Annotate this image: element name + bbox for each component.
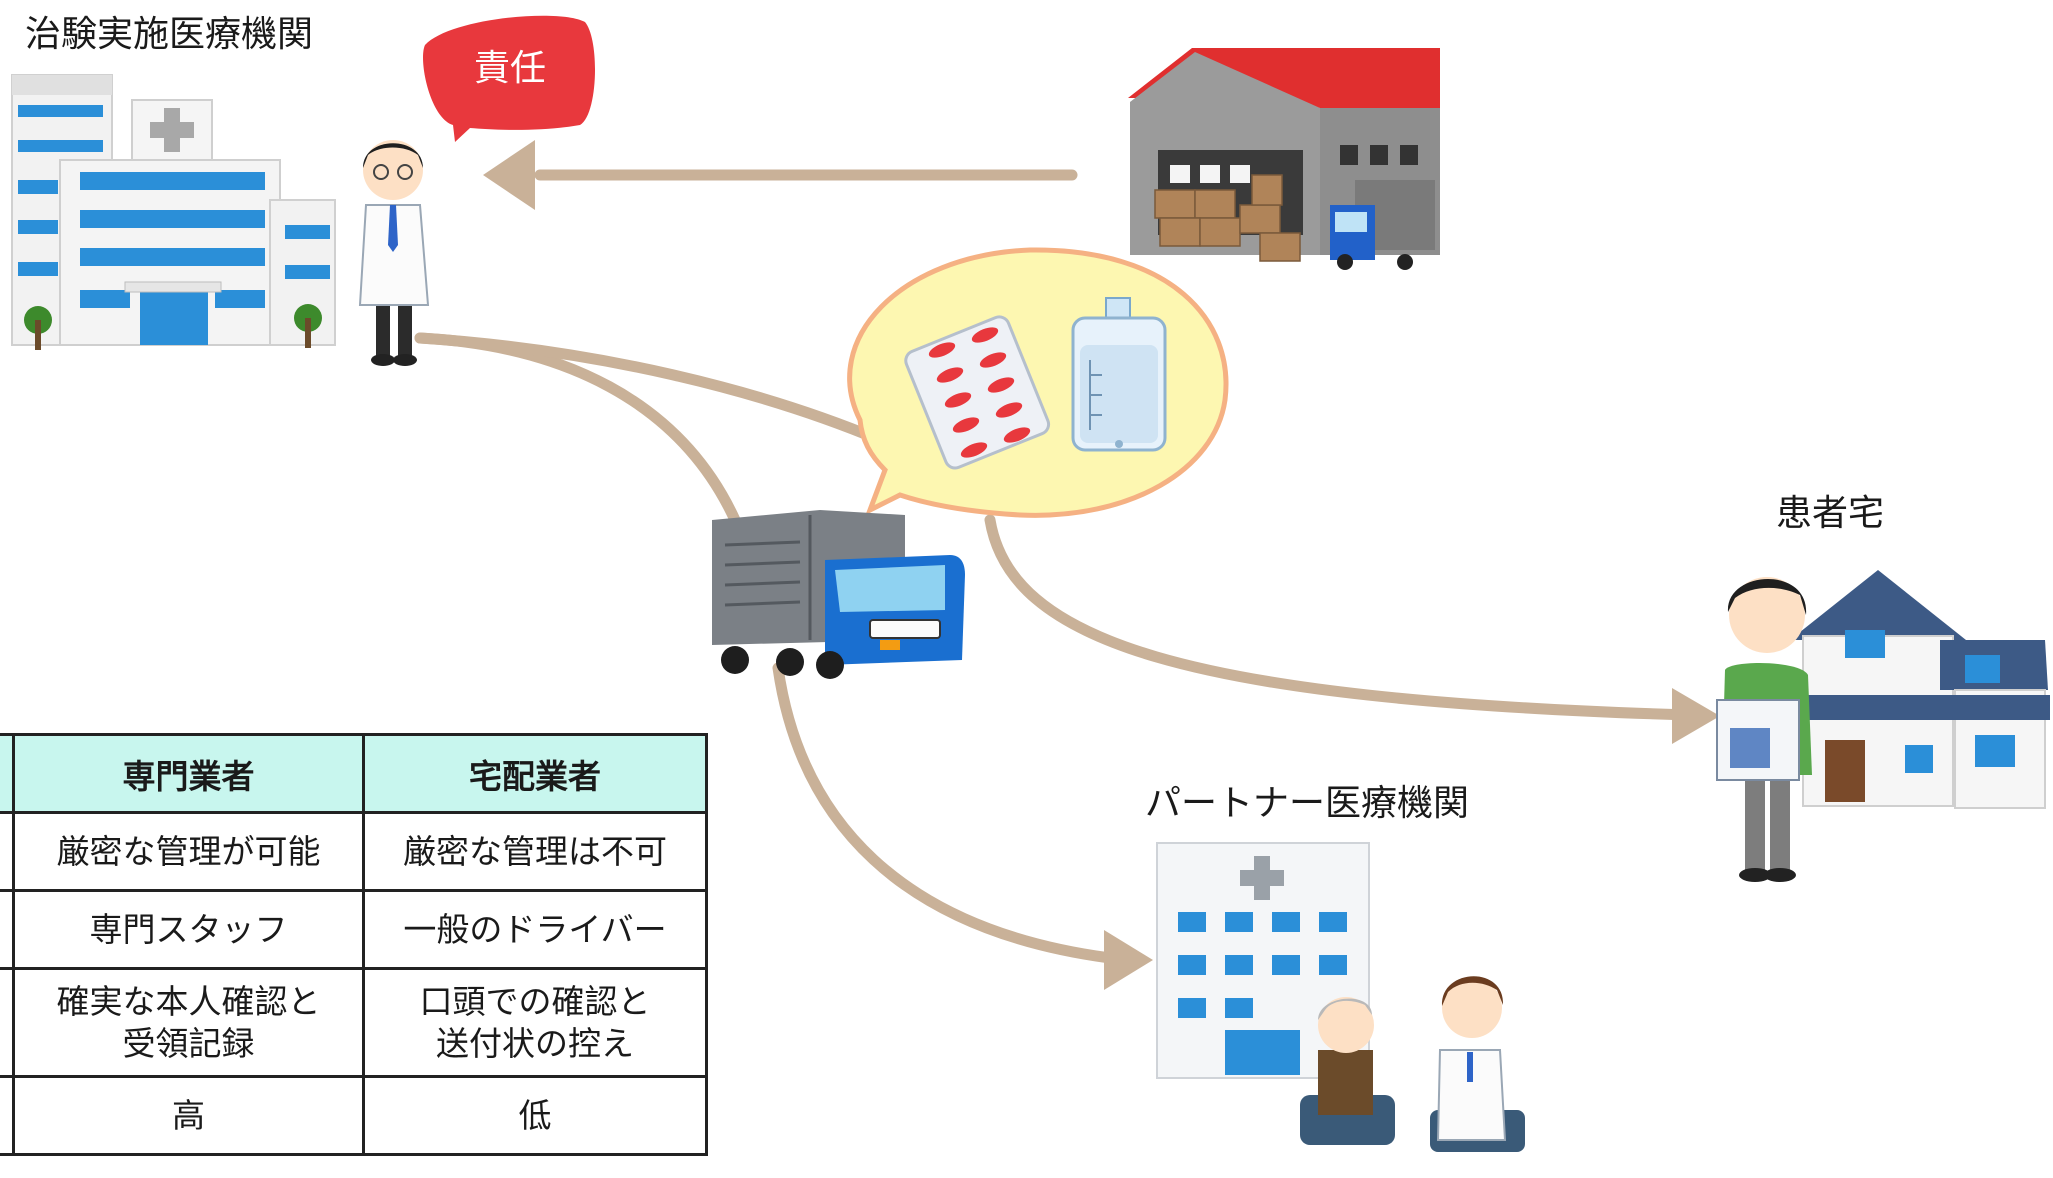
arrowhead-partner bbox=[1104, 930, 1153, 990]
cell-courier: 一般のドライバー bbox=[362, 889, 708, 970]
cell-text: 厳密な管理が可能 bbox=[56, 831, 321, 871]
comparison-table: 専門業者 宅配業者 厳密な管理が可能 厳密な管理は不可 専門スタッフ 一般のドラ… bbox=[0, 733, 708, 1156]
cell-text: 高 bbox=[172, 1095, 205, 1135]
pill-pack-icon bbox=[904, 315, 1051, 470]
cell-text: 送付状の控え bbox=[436, 1023, 634, 1063]
header-specialist: 専門業者 bbox=[12, 733, 365, 814]
table-row: 専門スタッフ 一般のドライバー bbox=[0, 889, 708, 970]
arrow-heads bbox=[483, 140, 1720, 990]
patient-icon bbox=[1716, 577, 1812, 882]
table-row: 高 低 bbox=[0, 1075, 708, 1156]
row-stub-cell bbox=[0, 967, 15, 1078]
arrow-truck-to-home bbox=[984, 514, 1696, 721]
warehouse-icon bbox=[1128, 48, 1440, 270]
hospital-label: 治験実施医療機関 bbox=[25, 14, 313, 55]
flow-arrows bbox=[414, 169, 1696, 964]
truck-icon bbox=[712, 510, 965, 679]
partner-label: パートナー医療機関 bbox=[1145, 783, 1469, 824]
cell-text: 専門スタッフ bbox=[89, 909, 288, 949]
arrow-truck-to-partner bbox=[772, 662, 1116, 964]
header-courier: 宅配業者 bbox=[362, 733, 708, 814]
responsibility-speech-bubble: 責任 bbox=[423, 15, 596, 143]
patient-home-label: 患者宅 bbox=[1776, 493, 1884, 534]
partner-clinic-icon bbox=[1156, 842, 1370, 1079]
house-icon bbox=[1790, 570, 2050, 809]
cell-specialist: 高 bbox=[12, 1075, 365, 1156]
table-row: 確実な本人確認と 受領記録 口頭での確認と 送付状の控え bbox=[0, 967, 708, 1078]
cell-specialist: 専門スタッフ bbox=[12, 889, 365, 970]
arrow-doctor-to-truck bbox=[414, 332, 741, 526]
medicine-bubble bbox=[847, 247, 1229, 518]
row-stub-cell bbox=[0, 889, 15, 970]
cell-text: 低 bbox=[518, 1095, 552, 1135]
table-corner-cell bbox=[0, 733, 15, 814]
table-header-row: 専門業者 宅配業者 bbox=[0, 733, 708, 814]
cell-text: 確実な本人確認と bbox=[56, 981, 321, 1021]
cell-text: 厳密な管理は不可 bbox=[403, 831, 667, 871]
row-stub-cell bbox=[0, 811, 15, 892]
row-stub-cell bbox=[0, 1075, 15, 1156]
arrowhead-doctor bbox=[483, 140, 535, 210]
table-row: 厳密な管理が可能 厳密な管理は不可 bbox=[0, 811, 708, 892]
cell-text: 受領記録 bbox=[122, 1023, 255, 1063]
cell-specialist: 確実な本人確認と 受領記録 bbox=[12, 967, 365, 1078]
warehouse-truck-icon bbox=[1330, 180, 1435, 270]
partner-doctor-icon bbox=[1430, 976, 1525, 1152]
cell-courier: 口頭での確認と 送付状の控え bbox=[362, 967, 708, 1078]
iv-bag-icon bbox=[1071, 297, 1167, 452]
cell-courier: 厳密な管理は不可 bbox=[362, 811, 708, 892]
elderly-patient-icon bbox=[1300, 997, 1395, 1145]
arrow-doctor-to-bubble bbox=[414, 332, 886, 446]
cell-text: 口頭での確認と bbox=[419, 981, 651, 1021]
cell-text: 一般のドライバー bbox=[403, 909, 667, 949]
arrowhead-home bbox=[1672, 688, 1720, 744]
cell-specialist: 厳密な管理が可能 bbox=[12, 811, 365, 892]
speech-text: 責任 bbox=[474, 48, 546, 89]
hospital-icon bbox=[11, 74, 336, 350]
doctor-icon bbox=[358, 140, 430, 366]
cell-courier: 低 bbox=[362, 1075, 708, 1156]
